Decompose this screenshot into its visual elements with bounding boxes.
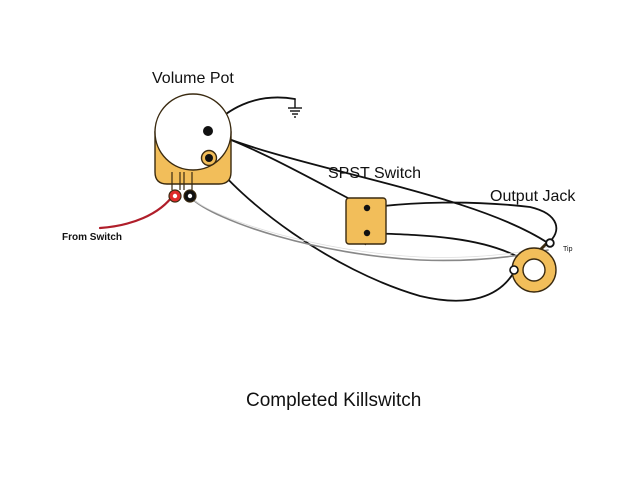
tip-label: Tip — [563, 246, 573, 253]
spst-switch — [345, 197, 387, 246]
from-switch-label: From Switch — [62, 232, 122, 243]
ground-symbol-icon — [288, 99, 302, 118]
jack-tip-lug — [545, 238, 555, 248]
spst-switch-label: SPST Switch — [328, 165, 421, 182]
wire-gray-pot-to-jack — [189, 196, 549, 262]
wire-from-switch — [98, 192, 176, 230]
diagram-caption: Completed Killswitch — [246, 390, 421, 411]
switch-top-lug — [363, 204, 371, 212]
volume-pot — [154, 93, 232, 203]
wire-switch-bottom-to-jack — [366, 232, 521, 259]
wire-pot-lug-to-jack — [209, 157, 515, 302]
pot-wiper-terminal — [203, 126, 213, 136]
wire-pot-to-jack-tip — [207, 130, 549, 244]
output-jack — [509, 238, 557, 293]
jack-sleeve-lug — [509, 265, 519, 275]
output-jack-label: Output Jack — [490, 188, 576, 205]
volume-pot-label: Volume Pot — [152, 70, 234, 87]
wire-switch-top-to-jack — [366, 201, 558, 244]
switch-bottom-lug — [363, 229, 371, 237]
wire-gray-inner — [189, 196, 549, 258]
